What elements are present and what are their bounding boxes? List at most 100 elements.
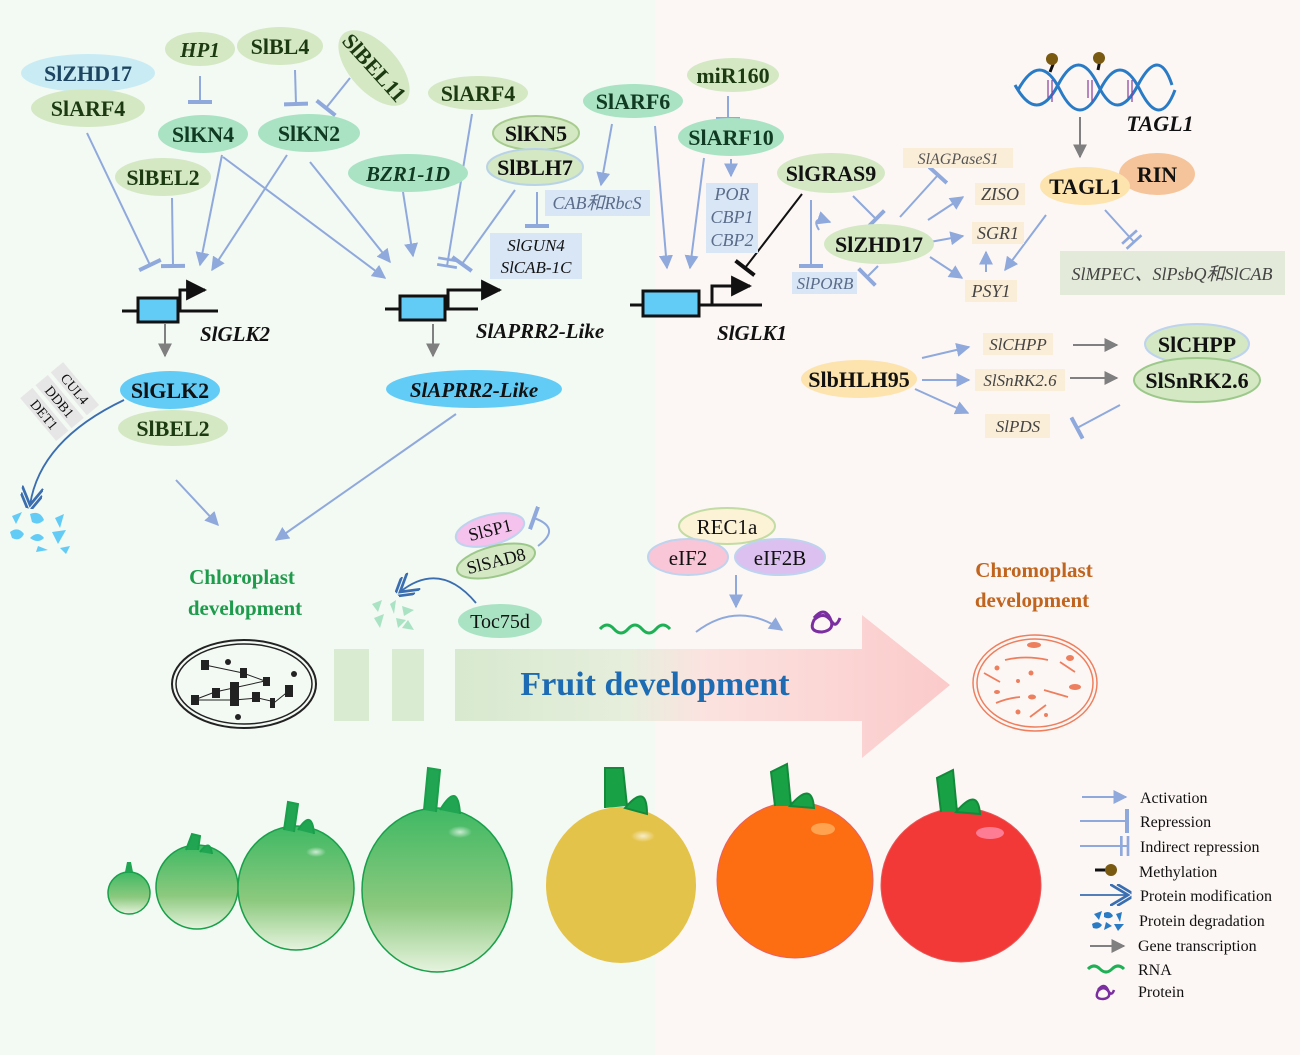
methylation-icon (1095, 864, 1117, 876)
node-slblh7: SlBLH7 (486, 148, 584, 186)
svg-text:CAB和RbcS: CAB和RbcS (553, 193, 642, 213)
svg-text:eIF2B: eIF2B (754, 546, 807, 570)
svg-text:Chromoplast: Chromoplast (975, 558, 1092, 582)
svg-text:Methylation: Methylation (1139, 864, 1217, 881)
svg-text:Repression: Repression (1140, 814, 1211, 831)
tomato-row (107, 762, 1042, 973)
target-slagpases1: SlAGPaseS1 (903, 148, 1013, 168)
svg-text:SlAGPaseS1: SlAGPaseS1 (918, 151, 999, 168)
svg-text:SlZHD17: SlZHD17 (44, 61, 132, 86)
svg-text:SlKN2: SlKN2 (278, 121, 340, 146)
legend-item-activation: Activation (1082, 790, 1208, 807)
node-bzr1-1d: BZR1-1D (348, 154, 468, 192)
tomato-stage-5 (546, 767, 696, 963)
svg-text:SlPDS: SlPDS (996, 417, 1041, 436)
tomato-stage-6 (716, 762, 874, 959)
toc75d-fragments-icon (372, 600, 414, 630)
node-slgras9: SlGRAS9 (777, 153, 885, 193)
svg-text:SlSnRK2.6: SlSnRK2.6 (983, 371, 1057, 390)
svg-text:Protein: Protein (1138, 984, 1184, 1001)
node-slbel2-left: SlBEL2 (115, 158, 211, 196)
svg-text:Activation: Activation (1140, 790, 1208, 807)
svg-text:SlGLK2: SlGLK2 (200, 322, 271, 346)
chromoplast-development-label: Chromoplast development (975, 558, 1093, 612)
svg-text:SlARF4: SlARF4 (51, 96, 126, 121)
toc75d-protein-modification-edge (400, 578, 477, 604)
svg-text:CBP1: CBP1 (711, 207, 754, 227)
node-slkn5: SlKN5 (492, 115, 580, 151)
target-por-cbp1-cbp2: POR CBP1 CBP2 (706, 183, 758, 253)
svg-text:SlBEL2: SlBEL2 (136, 416, 209, 441)
node-slarf4-mid: SlARF4 (428, 76, 528, 110)
target-slgun4-slcab1c: SlGUN4 SlCAB-1C (490, 233, 582, 279)
target-slmpec-slpsbq-slcab: SlMPEC、SlPsbQ和SlCAB (1060, 251, 1285, 295)
protein-slaprr2-like: SlAPRR2-Like (386, 370, 562, 408)
target-slchpp-gene: SlCHPP (983, 333, 1053, 355)
svg-text:SlAPRR2-Like: SlAPRR2-Like (410, 378, 538, 402)
svg-text:SGR1: SGR1 (977, 223, 1019, 243)
node-slzhd17-left: SlZHD17 (21, 54, 155, 92)
svg-text:Gene transcription: Gene transcription (1138, 938, 1257, 955)
svg-text:ZISO: ZISO (981, 184, 1019, 204)
tomato-stage-3 (237, 800, 355, 951)
svg-text:Protein degradation: Protein degradation (1139, 913, 1265, 930)
protein-slchpp: SlCHPP (1144, 323, 1250, 365)
svg-text:development: development (975, 588, 1089, 612)
node-eif2b: eIF2B (734, 538, 826, 576)
protein-slsnrk2-6: SlSnRK2.6 (1133, 357, 1261, 403)
svg-text:REC1a: REC1a (697, 515, 758, 539)
protein-coil-icon (810, 610, 842, 634)
target-psy1: PSY1 (965, 280, 1017, 302)
gene-slglk1: SlGLK1 (630, 275, 787, 345)
target-ziso: ZISO (975, 183, 1025, 205)
node-slsp1: SlSP1 (454, 512, 526, 548)
svg-text:PSY1: PSY1 (970, 281, 1010, 301)
stripe-1 (334, 649, 369, 721)
svg-text:SlCAB-1C: SlCAB-1C (501, 258, 572, 277)
svg-text:SlPORB: SlPORB (797, 274, 854, 293)
tagl1-gene-label: TAGL1 (1126, 111, 1193, 136)
protein-slglk2: SlGLK2 (120, 371, 220, 409)
node-slkn4: SlKN4 (158, 115, 248, 153)
svg-text:SlKN5: SlKN5 (505, 121, 567, 146)
svg-text:SlMPEC、SlPsbQ和SlCAB: SlMPEC、SlPsbQ和SlCAB (1072, 264, 1273, 284)
svg-text:CBP2: CBP2 (711, 230, 754, 250)
protein-slbel2: SlBEL2 (118, 410, 228, 446)
node-slarf6: SlARF6 (583, 84, 683, 118)
legend-item-protein-modification: Protein modification (1080, 888, 1272, 905)
node-slzhd17-right: SlZHD17 (824, 224, 934, 264)
svg-text:SlARF4: SlARF4 (441, 81, 516, 106)
legend-item-repression: Repression (1080, 809, 1211, 833)
node-slbl4: SlBL4 (237, 27, 323, 65)
node-slbhlh95: SlbHLH95 (801, 360, 917, 398)
svg-text:SlCHPP: SlCHPP (1158, 332, 1236, 357)
node-mir160: miR160 (687, 58, 779, 92)
svg-text:SlARF10: SlARF10 (688, 125, 774, 150)
svg-text:SlSnRK2.6: SlSnRK2.6 (1145, 368, 1248, 393)
svg-text:Protein modification: Protein modification (1140, 888, 1272, 905)
node-slarf10: SlARF10 (678, 118, 784, 156)
tomato-stage-1 (107, 862, 151, 915)
legend: Activation Repression Indirect repressio… (1080, 790, 1272, 1001)
node-eif2: eIF2 (647, 538, 729, 576)
tagl1-dna-methylation-icon (1013, 52, 1177, 112)
svg-text:SlBLH7: SlBLH7 (497, 155, 573, 180)
svg-text:Fruit development: Fruit development (520, 666, 790, 703)
slsad8-represses-slsp1-edge (528, 506, 550, 547)
protein-degradation-icon (1092, 911, 1124, 931)
stripe-2 (392, 649, 424, 721)
tomato-stage-2 (155, 832, 239, 930)
translation-arrow (695, 614, 784, 633)
right-network-edges (799, 117, 1143, 440)
legend-item-rna: RNA (1086, 962, 1172, 979)
tomato-stage-4 (361, 766, 513, 973)
svg-text:SlBEL2: SlBEL2 (126, 165, 199, 190)
gene-slglk2: SlGLK2 (122, 279, 271, 346)
legend-item-indirect-repression: Indirect repression (1080, 836, 1260, 856)
svg-text:Chloroplast: Chloroplast (189, 565, 295, 589)
tomato-stage-7 (880, 768, 1042, 963)
protein-coil-legend-icon (1095, 984, 1116, 1001)
svg-text:development: development (188, 596, 302, 620)
node-slkn2: SlKN2 (258, 114, 360, 152)
target-sgr1: SGR1 (972, 222, 1024, 244)
